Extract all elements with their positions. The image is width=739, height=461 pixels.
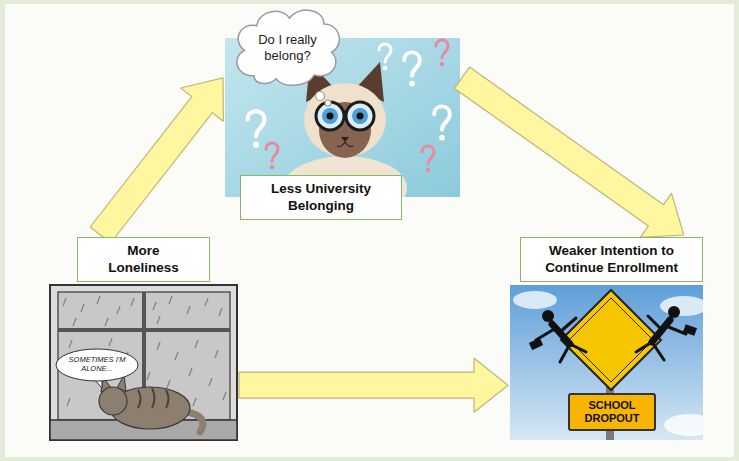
question-mark <box>266 143 278 169</box>
sign-plate: SCHOOL DROPOUT <box>568 393 656 431</box>
question-mark <box>436 40 448 66</box>
node-text: SOMETIMES I'M ALONE... <box>62 356 132 373</box>
question-mark <box>404 52 420 86</box>
cat-head <box>99 387 127 415</box>
block-arrow <box>239 358 508 412</box>
photo-panel: Less University Belonging <box>225 38 460 197</box>
comic-picture <box>50 285 237 440</box>
cat-stripes <box>138 388 169 408</box>
cloud-shape <box>237 10 340 85</box>
node-text: More Loneliness <box>96 243 192 275</box>
cloud <box>513 291 557 309</box>
node-text: Less University Belonging <box>255 181 387 213</box>
window-bar <box>58 328 230 332</box>
speech-bubble: SOMETIMES I'M ALONE... <box>55 348 139 382</box>
cloud <box>664 414 703 436</box>
thought-dot <box>325 100 331 106</box>
cloud <box>660 296 703 316</box>
glasses-bridge <box>344 112 346 115</box>
question-mark <box>379 44 391 70</box>
label-box: Less University Belonging <box>240 175 402 220</box>
warning-sign <box>561 290 661 390</box>
node-text: Weaker Intention to Continue Enrollment <box>529 243 695 275</box>
question-mark <box>422 146 434 172</box>
page-ground <box>5 4 734 457</box>
speech-shape <box>56 349 138 381</box>
cat-eye <box>352 108 368 124</box>
label-box: More Loneliness <box>77 237 210 282</box>
block-arrow <box>90 78 223 243</box>
node-text: SCHOOL DROPOUT <box>572 399 652 424</box>
comic-frame <box>50 285 237 440</box>
cat-mouth <box>337 142 353 147</box>
cat-pupil <box>327 113 334 120</box>
cat-pupil <box>357 113 364 120</box>
falling-figure <box>529 310 586 362</box>
question-mark <box>248 111 265 148</box>
glasses-lens <box>316 102 344 130</box>
thought-dot <box>316 92 325 101</box>
falling-figure <box>636 306 697 360</box>
thought-bubble: Do I really belong? <box>230 5 345 90</box>
label-box: Weaker Intention to Continue Enrollment <box>520 237 703 282</box>
cat-eye <box>322 108 338 124</box>
cat-head <box>304 83 386 157</box>
sign-picture <box>510 285 703 440</box>
cat-nose <box>341 137 349 142</box>
glasses-lens <box>346 102 374 130</box>
comic-panel: More LonelinessSOMETIMES I'M ALONE... <box>50 237 237 440</box>
photo-panel: Weaker Intention to Continue EnrollmentS… <box>510 237 703 440</box>
block-arrow <box>455 67 684 237</box>
question-mark <box>434 106 450 140</box>
sign-border <box>569 298 653 382</box>
node-text: Do I really belong? <box>248 32 328 63</box>
